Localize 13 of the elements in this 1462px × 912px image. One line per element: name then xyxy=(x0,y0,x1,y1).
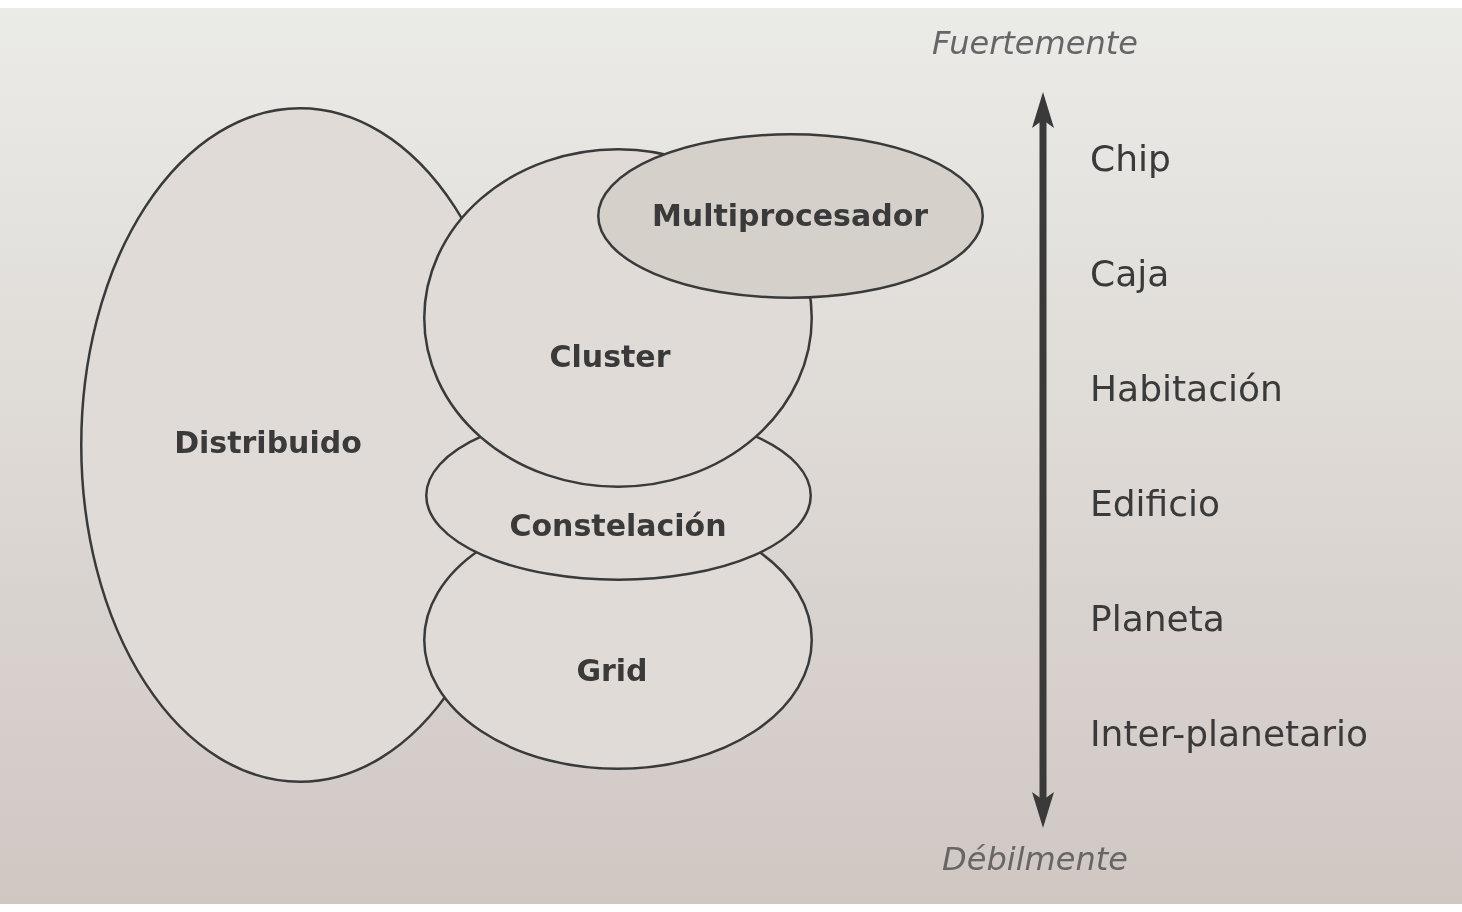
region-label: Constelación xyxy=(509,507,727,543)
scale-label: Edificio xyxy=(1090,483,1221,524)
scale-label: Habitación xyxy=(1090,368,1283,409)
scale-label: Caja xyxy=(1090,253,1170,294)
region-label: Distribuido xyxy=(174,424,362,460)
scale-end-label: Débilmente xyxy=(942,840,1128,878)
scale-end-label: Fuertemente xyxy=(932,24,1138,62)
scale-label: Planeta xyxy=(1090,598,1225,639)
region-label: Multiprocesador xyxy=(651,197,929,233)
scale-label: Chip xyxy=(1090,138,1171,179)
region-label: Cluster xyxy=(549,338,671,374)
region-label: Grid xyxy=(576,652,648,688)
scale-label: Inter-planetario xyxy=(1090,713,1369,754)
